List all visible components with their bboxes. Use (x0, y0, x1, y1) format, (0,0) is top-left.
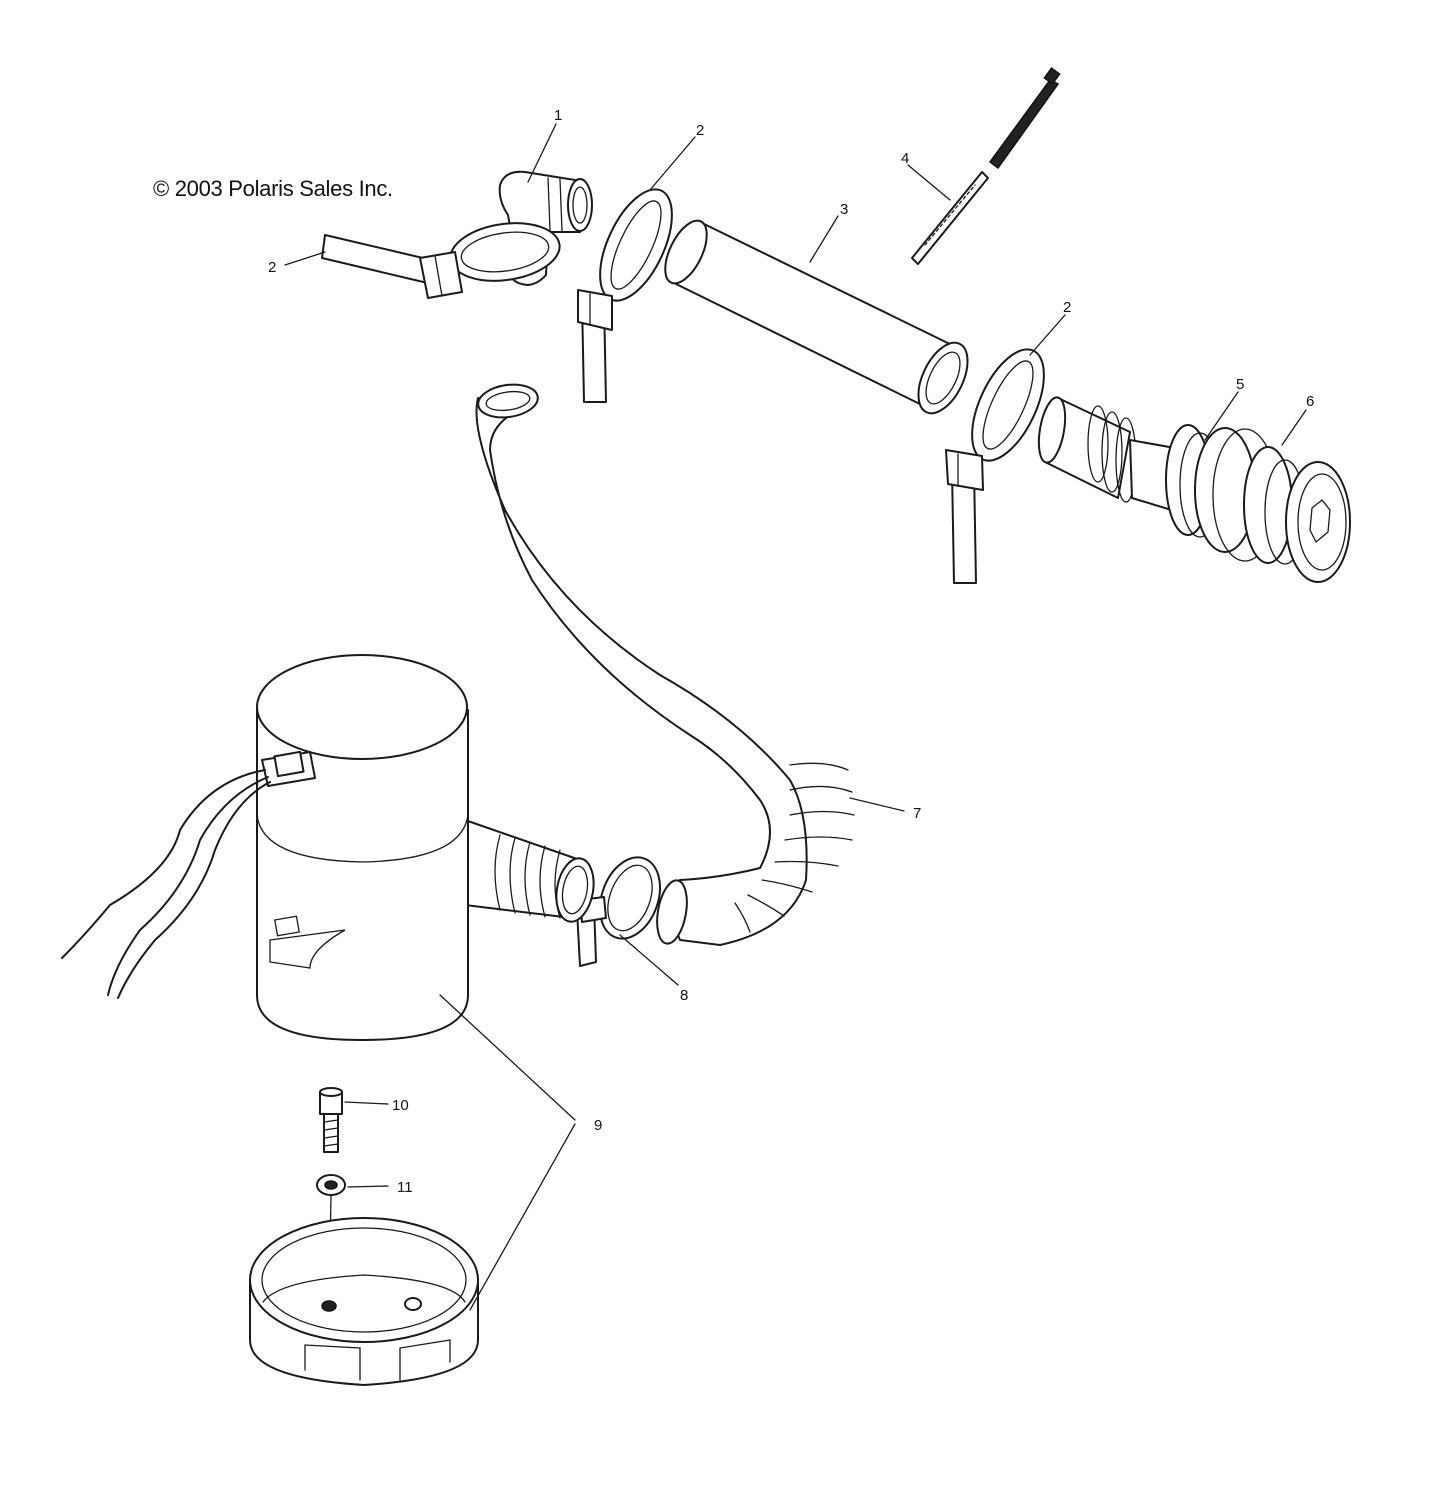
callout-3: 3 (840, 201, 848, 218)
callout-7: 7 (913, 805, 921, 822)
hose-clamp-strap-top (577, 188, 673, 403)
thru-hull-fitting (1037, 396, 1351, 583)
callout-8: 8 (680, 987, 688, 1004)
pump-base (249, 1217, 479, 1386)
leader-lines (284, 123, 1307, 1311)
callout-11: 11 (397, 1179, 413, 1196)
hose-clamp-strap-right (945, 348, 1045, 584)
callout-6: 6 (1306, 393, 1314, 410)
callout-2-top: 2 (696, 122, 704, 139)
callout-4: 4 (901, 150, 909, 167)
copyright-text: © 2003 Polaris Sales Inc. (153, 176, 393, 201)
hose-clamp-strap-left (321, 222, 561, 299)
callout-labels: 1 2 2 2 3 4 5 6 7 8 9 10 11 (268, 107, 1314, 1196)
callout-5: 5 (1236, 376, 1244, 393)
callout-2-left: 2 (268, 259, 276, 276)
callout-1: 1 (554, 107, 562, 124)
callout-10: 10 (392, 1097, 409, 1114)
bent-hose (475, 383, 855, 946)
bolt (319, 1087, 343, 1153)
straight-hose (664, 219, 969, 415)
cable-tie (911, 67, 1061, 265)
bilge-pump (61, 654, 595, 1041)
callout-9: 9 (594, 1117, 602, 1134)
callout-2-right: 2 (1063, 299, 1071, 316)
